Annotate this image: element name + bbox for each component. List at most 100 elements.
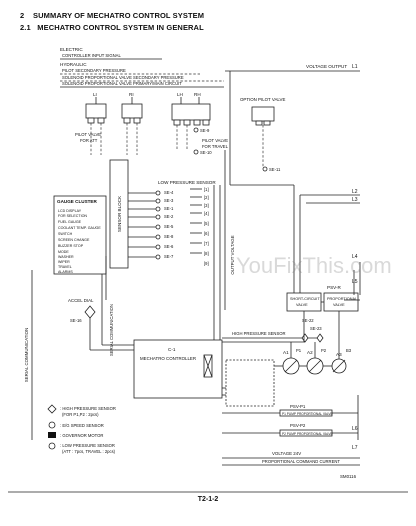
- l1-label: L1: [352, 64, 358, 70]
- se16-label: SE-16: [70, 318, 82, 323]
- gauge-cluster-box: [53, 195, 107, 275]
- valve-group: PSV-R SHORT-CIRCUIT VALVE PROPORTIONAL V…: [286, 285, 359, 342]
- high-pressure-sensor-label: HIGH PRESSURE SENSOR: [232, 331, 286, 336]
- legend-governor: : GOVERNOR MOTOR: [60, 433, 103, 438]
- ri-label: RI: [129, 92, 134, 97]
- lh-label: LH: [177, 92, 183, 97]
- se-sensor-list: SE-4 SE-3 SE-1 SE-2 SE-5: [128, 190, 174, 260]
- p2-label: P2: [321, 348, 327, 353]
- psv-group: PSV-P1 P1 PUMP PROPORTIONAL VALVE PSV-P2…: [222, 404, 358, 437]
- voltage-output-label: VOLTAGE OUTPUT: [306, 64, 347, 69]
- psv-r-label: PSV-R: [327, 285, 341, 290]
- se-label: SE-1: [164, 206, 174, 211]
- gauge-item: ALARMS: [58, 270, 73, 274]
- subsection-title: MECHATRO CONTROL SYSTEM IN GENERAL: [37, 23, 204, 32]
- output-voltage-label: OUTPUT VOLTAGE: [230, 235, 235, 274]
- gauge-item: LCD DISPLAY: [58, 209, 82, 213]
- subsection-number: 2.1: [20, 23, 31, 32]
- sensor-block: SENSOR BLOCK: [109, 159, 129, 269]
- option-pilot-valve: OPTION PILOT VALVE SE-11: [240, 97, 285, 172]
- signal-number: [5]: [204, 221, 209, 226]
- gauge-item: COOLANT TEMP. GAUGE: [58, 226, 101, 230]
- legend-sol-secondary: SOLENOID PROPORTIONAL VALVE SECONDARY PR…: [62, 75, 184, 80]
- pilot-valve-travel-label-2: FOR TRAVEL: [202, 144, 229, 149]
- gauge-cluster-title: GAUGE CLUSTER: [57, 199, 97, 204]
- page-number: T2-1-2: [197, 496, 219, 503]
- option-pilot-valve-body: [251, 106, 275, 122]
- rh-label: RH: [194, 92, 201, 97]
- subsection-heading: 2.1 MECHATRO CONTROL SYSTEM IN GENERAL: [20, 23, 204, 32]
- a1-label: A1: [283, 350, 289, 355]
- high-pressure-sensor-icon: [316, 333, 324, 343]
- se-row: SE-1: [128, 206, 174, 212]
- accel-dial: ACCEL DIAL SE-16: [68, 298, 96, 350]
- p2-pump-label: P2 PUMP PROPORTIONAL VALVE: [282, 432, 333, 436]
- pilot-valve-att-left-body: [85, 103, 107, 119]
- se-label: SE-6: [164, 244, 174, 249]
- se-row: SE-5: [128, 224, 174, 230]
- se11-label: SE-11: [269, 167, 281, 172]
- prop-command-label: PROPORTIONAL COMMAND CURRENT: [262, 459, 340, 464]
- pilot-valve-att-label-1: PILOT VALVE: [75, 132, 101, 137]
- accel-dial-label: ACCEL DIAL: [68, 298, 94, 303]
- legend-high-pressure-1: : HIGH PRESSURE SENSOR: [60, 406, 116, 411]
- mechatro-controller: C-1 MECHATRO CONTROLLER: [90, 310, 223, 399]
- signal-number: [3]: [204, 203, 209, 208]
- a2-label: A2: [307, 350, 313, 355]
- section-number: 2: [20, 11, 25, 20]
- section-heading: 2 SUMMARY OF MECHATRO CONTROL SYSTEM: [20, 11, 204, 20]
- signal-number: [4]: [204, 211, 209, 216]
- legend-electric-sub: CONTROLLER INPUT SIGNAL: [62, 53, 121, 58]
- sm-code: SM0116: [340, 474, 357, 479]
- gauge-item: BUZZER STOP: [58, 244, 84, 248]
- se-label: SE-7: [164, 254, 174, 259]
- proportional-valve-label-2: VALVE: [333, 303, 345, 307]
- l6-label: L6: [352, 426, 358, 432]
- se23-label: SE-23: [310, 326, 322, 331]
- high-pressure-sensor-icon: [301, 333, 309, 343]
- low-pressure-sensor-icon: [155, 254, 161, 260]
- controller-box: [133, 339, 223, 399]
- l7-label: L7: [352, 445, 358, 451]
- controller-label: MECHATRO CONTROLLER: [140, 356, 196, 361]
- low-pressure-sensor-icon: [155, 244, 161, 250]
- se10-sensor-icon: [193, 149, 199, 155]
- se-label: SE-3: [164, 198, 174, 203]
- pilot-valve-att: LI RI PILOT VALVE FOR ATT: [75, 92, 143, 143]
- legend-electric: ELECTRIC: [60, 47, 83, 52]
- gauge-item: WASHER: [58, 255, 74, 259]
- short-circuit-valve-label-2: VALVE: [296, 303, 308, 307]
- proportional-valve-box: [323, 292, 359, 312]
- eg-speed-sensor-legend-icon: [48, 421, 56, 429]
- signal-number: [6]: [204, 231, 209, 236]
- l4-label: L4: [352, 254, 358, 260]
- se11-sensor-icon: [262, 166, 268, 172]
- l5-label: L5: [352, 279, 358, 285]
- option-pilot-valve-label: OPTION PILOT VALVE: [240, 97, 285, 102]
- gauge-item: WIPER: [58, 260, 70, 264]
- legend-top: ELECTRIC CONTROLLER INPUT SIGNAL HYDRAUL…: [60, 47, 224, 88]
- low-pressure-sensor-icon: [155, 224, 161, 230]
- pilot-valve-travel: LH RH PILOT VALVE FOR TRAVEL SE-9 SE-10: [171, 92, 229, 155]
- b3-label: B3: [346, 348, 352, 353]
- psv-p2-label: PSV-P2: [290, 423, 306, 428]
- signal-number: [1]: [204, 187, 209, 192]
- se-label: SE-5: [164, 224, 174, 229]
- low-pressure-sensor-icon: [155, 190, 161, 196]
- watermark: YouFixThis.com: [236, 253, 392, 278]
- low-pressure-sensor-legend-icon: [48, 442, 56, 450]
- pilot-valve-att-label-2: FOR ATT: [80, 138, 98, 143]
- engine-box: [225, 359, 275, 407]
- gauge-item: TRAVEL: [58, 265, 72, 269]
- low-pressure-sensor-icon: [155, 198, 161, 204]
- se-row: SE-7: [128, 254, 174, 260]
- p1-pump-label: P1 PUMP PROPORTIONAL VALVE: [282, 412, 333, 416]
- signal-number: [2]: [204, 195, 209, 200]
- legend-hydraulic: HYDRAULIC: [60, 62, 87, 67]
- controller-id: C-1: [168, 347, 176, 352]
- accel-dial-icon: [84, 305, 96, 319]
- se9-sensor-icon: [193, 127, 199, 133]
- short-circuit-valve-box: [286, 292, 322, 312]
- se-row: SE-2: [128, 214, 174, 220]
- pilot-valve-att-right-body: [121, 103, 143, 119]
